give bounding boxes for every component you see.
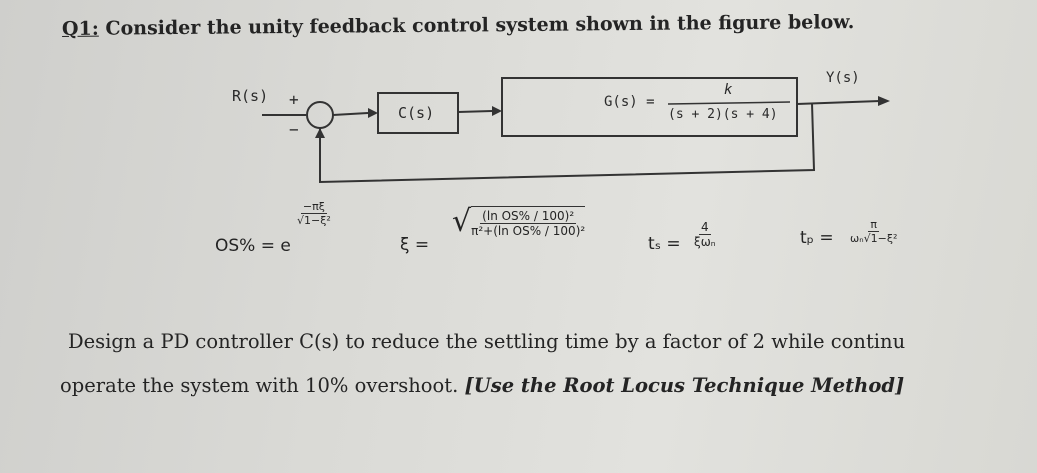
ts-numerator: 4	[698, 220, 711, 235]
minus-sign: −	[289, 120, 299, 139]
xi-denominator: π²+(ln OS% / 100)²	[471, 223, 586, 238]
output-line	[796, 100, 881, 105]
plant-denominator: (s + 2)(s + 4)	[668, 107, 778, 122]
design-line-2: operate the system with 10% overshoot. […	[60, 374, 904, 397]
output-label: Y(s)	[826, 70, 860, 86]
feedback-path	[319, 102, 816, 184]
design-line-2-method: [Use the Root Locus Technique Method]	[464, 374, 905, 397]
tp-formula-left: tₚ =	[800, 228, 834, 248]
os-exp-numerator: −πξ	[300, 200, 327, 214]
ts-denominator: ξωₙ	[694, 235, 716, 249]
tp-denominator: ωₙ√1−ξ²	[850, 232, 898, 245]
os-exp-denominator: √1−ξ²	[297, 214, 331, 227]
plant-block	[501, 77, 798, 137]
os-formula-left: OS% = e	[215, 236, 291, 256]
controller-block	[377, 92, 459, 134]
controller-to-plant-arrow	[492, 106, 502, 116]
sum-to-controller-line	[332, 112, 369, 116]
design-line-2-plain: operate the system with 10% overshoot.	[60, 374, 465, 397]
input-label: R(s)	[232, 87, 269, 105]
summing-junction	[306, 101, 334, 129]
design-line-1: Design a PD controller C(s) to reduce th…	[68, 330, 906, 353]
sum-to-controller-arrow	[368, 108, 378, 118]
output-arrow	[878, 96, 890, 106]
xi-numerator: (ln OS% / 100)²	[480, 208, 577, 224]
plus-sign: +	[289, 90, 299, 109]
os-formula-exponent: −πξ√1−ξ²	[297, 200, 331, 227]
plant-fraction-bar	[667, 101, 791, 105]
controller-label: C(s)	[398, 104, 435, 122]
controller-to-plant-line	[457, 110, 493, 113]
tp-numerator: π	[868, 218, 879, 232]
plant-prefix: G(s) =	[604, 94, 655, 110]
plant-numerator: k	[724, 82, 733, 98]
ts-formula-left: tₛ =	[648, 234, 681, 254]
feedback-arrow	[315, 128, 325, 138]
xi-formula-left: ξ =	[400, 235, 430, 255]
